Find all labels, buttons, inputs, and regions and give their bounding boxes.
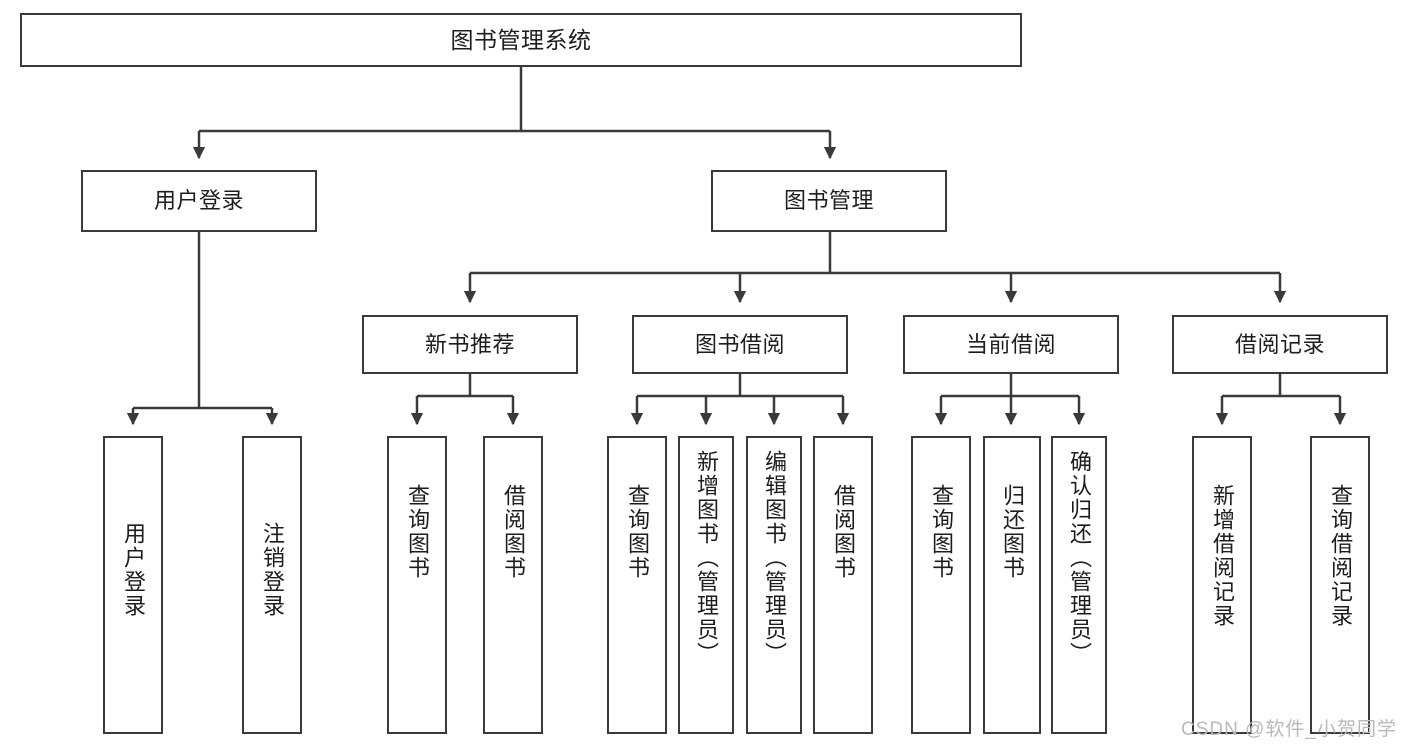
- node-leaf-confirm-return[interactable]: 确认归还（管理员）: [1051, 436, 1107, 734]
- node-new-book-recommend-label: 新书推荐: [424, 331, 515, 357]
- node-root-label: 图书管理系统: [450, 26, 592, 53]
- node-leaf-user-login-label: 用户登录: [121, 522, 146, 618]
- node-leaf-query-book-2[interactable]: 查询图书: [607, 436, 667, 734]
- node-user-login-label: 用户登录: [153, 188, 244, 214]
- node-leaf-user-login[interactable]: 用户登录: [103, 436, 163, 734]
- node-user-login[interactable]: 用户登录: [81, 170, 317, 232]
- node-leaf-logout-login-label: 注销登录: [260, 522, 285, 618]
- node-leaf-query-book-3-label: 查询图书: [929, 484, 954, 580]
- node-leaf-borrow-book-2-label: 借阅图书: [831, 484, 856, 580]
- watermark: CSDN @软件_小贺同学: [1181, 719, 1397, 740]
- node-leaf-borrow-book-2[interactable]: 借阅图书: [813, 436, 873, 734]
- node-book-management[interactable]: 图书管理: [711, 170, 947, 232]
- node-leaf-add-record[interactable]: 新增借阅记录: [1192, 436, 1252, 734]
- node-leaf-return-book[interactable]: 归还图书: [983, 436, 1041, 734]
- node-book-management-label: 图书管理: [783, 188, 874, 214]
- node-borrow-record[interactable]: 借阅记录: [1172, 315, 1388, 374]
- node-leaf-edit-book[interactable]: 编辑图书（管理员）: [746, 436, 802, 734]
- node-leaf-confirm-return-label: 确认归还（管理员）: [1067, 450, 1092, 666]
- node-leaf-query-record[interactable]: 查询借阅记录: [1310, 436, 1370, 734]
- node-leaf-query-book-3[interactable]: 查询图书: [911, 436, 971, 734]
- node-leaf-add-book[interactable]: 新增图书（管理员）: [678, 436, 734, 734]
- node-leaf-borrow-book-1-label: 借阅图书: [501, 484, 526, 580]
- node-book-borrow-label: 图书借阅: [694, 331, 785, 357]
- node-book-borrow[interactable]: 图书借阅: [632, 315, 848, 374]
- node-leaf-add-record-label: 新增借阅记录: [1210, 484, 1235, 628]
- node-leaf-query-book-1-label: 查询图书: [405, 484, 430, 580]
- node-current-borrow-label: 当前借阅: [965, 331, 1056, 357]
- node-leaf-query-book-1[interactable]: 查询图书: [387, 436, 447, 734]
- node-borrow-record-label: 借阅记录: [1234, 331, 1325, 357]
- node-leaf-query-record-label: 查询借阅记录: [1328, 484, 1353, 628]
- node-leaf-add-book-label: 新增图书（管理员）: [694, 450, 719, 666]
- node-leaf-query-book-2-label: 查询图书: [625, 484, 650, 580]
- node-leaf-borrow-book-1[interactable]: 借阅图书: [483, 436, 543, 734]
- node-leaf-edit-book-label: 编辑图书（管理员）: [762, 450, 787, 666]
- node-new-book-recommend[interactable]: 新书推荐: [362, 315, 578, 374]
- node-root[interactable]: 图书管理系统: [20, 13, 1022, 67]
- node-leaf-logout-login[interactable]: 注销登录: [242, 436, 302, 734]
- node-leaf-return-book-label: 归还图书: [1000, 484, 1025, 580]
- node-current-borrow[interactable]: 当前借阅: [903, 315, 1119, 374]
